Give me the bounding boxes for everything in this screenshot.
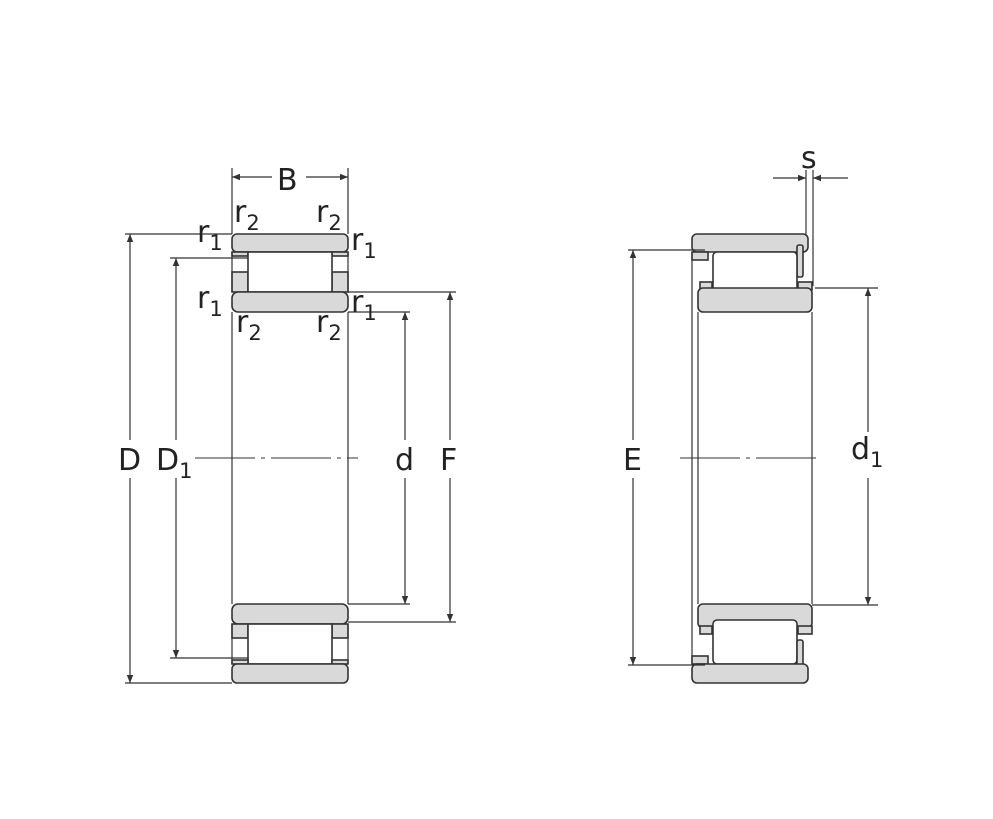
inner-ring-bottom <box>231 603 349 625</box>
outer-ring-top <box>691 233 809 253</box>
label-r2: r2 <box>316 305 342 345</box>
label-D1: D1 <box>156 443 192 483</box>
label-B: B <box>277 163 298 198</box>
left-labels: B D D1 d F r2 r2 r1 r1 r1 r1 r2 r2 <box>118 163 457 483</box>
inner-ring-top <box>697 287 813 313</box>
label-r2: r2 <box>236 305 262 345</box>
left-bearing-section <box>195 233 358 684</box>
label-E: E <box>623 443 642 478</box>
right-dimensions <box>628 170 878 666</box>
label-d1: d1 <box>851 432 883 472</box>
label-r2: r2 <box>234 195 260 235</box>
roller-bottom <box>712 619 798 665</box>
label-s: s <box>801 141 817 176</box>
inner-ring-top <box>231 291 349 313</box>
roller-top <box>247 251 333 293</box>
label-r2: r2 <box>316 195 342 235</box>
roller-bottom <box>247 623 333 665</box>
label-r1: r1 <box>351 285 377 325</box>
label-r1: r1 <box>351 223 377 263</box>
label-D: D <box>118 443 141 478</box>
outer-ring-bottom <box>691 663 809 684</box>
left-dimensions <box>125 168 456 684</box>
label-F: F <box>440 443 457 478</box>
label-r1: r1 <box>197 215 223 255</box>
outer-ring-bottom <box>231 663 349 684</box>
right-bearing-section <box>680 233 822 684</box>
label-r1: r1 <box>197 281 223 321</box>
outer-ring-top <box>231 233 349 253</box>
label-d: d <box>395 443 414 478</box>
right-labels: s E d1 <box>623 141 883 478</box>
